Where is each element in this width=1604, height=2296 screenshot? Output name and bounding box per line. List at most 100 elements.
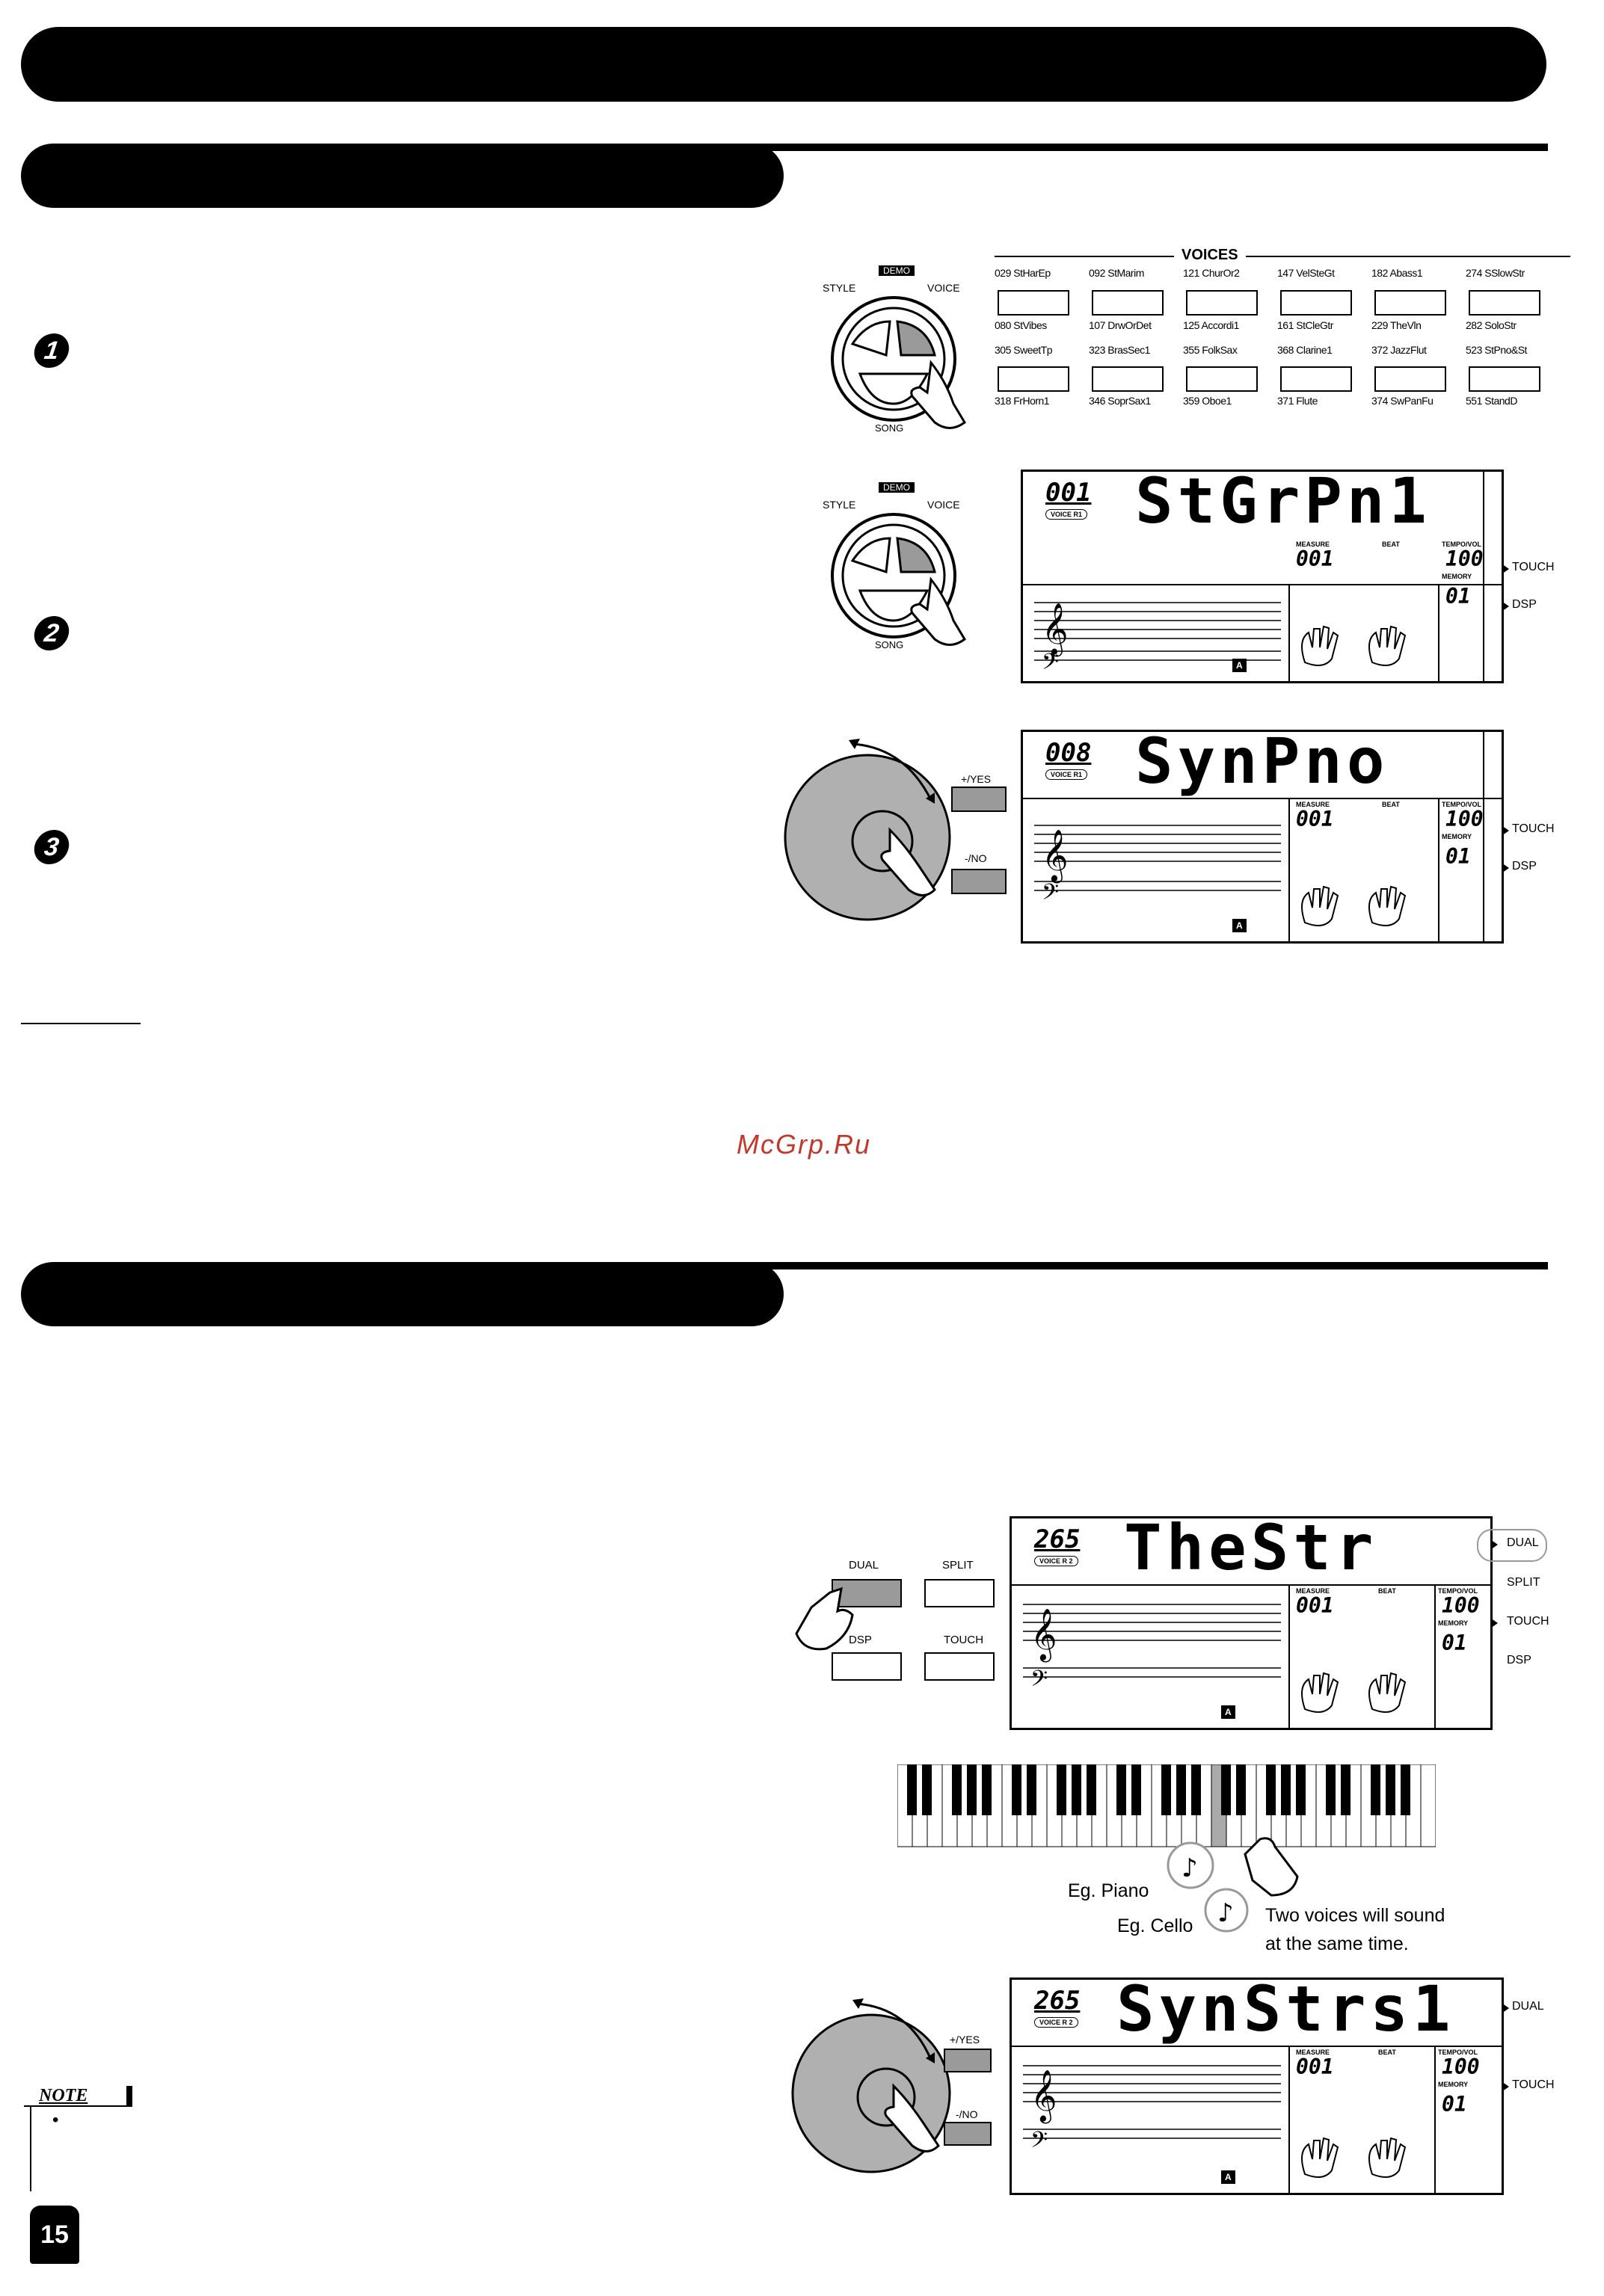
indicator-dsp: DSP xyxy=(1507,1654,1531,1666)
black-key xyxy=(1296,1764,1306,1815)
yes-button[interactable] xyxy=(951,787,1007,812)
voice-label: 182 Abass1 xyxy=(1371,267,1423,279)
voices-title: VOICES xyxy=(1174,247,1246,264)
caption-two-voices-1: Two voices will sound xyxy=(1265,1905,1445,1926)
svg-text:𝄞: 𝄞 xyxy=(1042,603,1068,656)
no-label: -/NO xyxy=(965,852,987,864)
voice-label: 125 Accordi1 xyxy=(1183,319,1239,331)
svg-text:𝄢: 𝄢 xyxy=(1042,880,1059,911)
black-key xyxy=(1221,1764,1231,1815)
note-label: NOTE xyxy=(39,2086,88,2105)
black-key xyxy=(1281,1764,1291,1815)
yes-label: +/YES xyxy=(961,773,992,785)
note-box: NOTE • xyxy=(24,2086,132,2191)
section-header-dual xyxy=(21,1262,784,1326)
voice-label: 551 StandD xyxy=(1466,395,1517,407)
finger-press-icon xyxy=(795,1586,854,1651)
section-header-voice xyxy=(21,144,784,208)
voice-select-button[interactable] xyxy=(998,290,1069,316)
black-key xyxy=(967,1764,977,1815)
voice-select-button[interactable] xyxy=(1374,366,1446,392)
lcd-display-4: 265 VOICE R 2 SynStrs1 MEASURE BEAT TEMP… xyxy=(1010,1972,1504,2195)
svg-text:𝄞: 𝄞 xyxy=(1030,1608,1057,1662)
voice-select-button[interactable] xyxy=(1280,290,1352,316)
black-key xyxy=(952,1764,962,1815)
indicator-dsp: DSP xyxy=(1512,860,1537,872)
data-dial xyxy=(791,1998,951,2173)
no-button[interactable] xyxy=(951,869,1007,894)
note-bullet: • xyxy=(52,2110,59,2130)
dsp-button[interactable] xyxy=(832,1652,902,1681)
indicator-dual: DUAL xyxy=(1507,1536,1539,1549)
data-dial xyxy=(784,739,951,921)
voice-label: 323 BrasSec1 xyxy=(1089,344,1150,356)
lcd-display-3: 265 VOICE R 2 TheStr MEASURE BEAT TEMPO/… xyxy=(1010,1511,1493,1730)
split-label: SPLIT xyxy=(942,1559,974,1572)
indicator-touch: TOUCH xyxy=(1507,1615,1549,1628)
split-button[interactable] xyxy=(924,1579,995,1607)
note-bubbles-icon: ♪ ♪ xyxy=(1167,1837,1299,1933)
voices-panel xyxy=(995,247,1570,419)
arrow-icon xyxy=(1502,2081,1509,2092)
voice-select-button[interactable] xyxy=(1092,290,1164,316)
voice-label: 107 DrwOrDet xyxy=(1089,319,1152,331)
dual-label: DUAL xyxy=(849,1559,879,1572)
voice-select-button[interactable] xyxy=(998,366,1069,392)
arrow-icon xyxy=(1502,825,1509,836)
black-key xyxy=(1027,1764,1036,1815)
staff-graphic: 𝄞 𝄢 xyxy=(1023,2065,1281,2158)
indicator-dsp: DSP xyxy=(1512,598,1537,611)
black-key xyxy=(1341,1764,1351,1815)
black-key xyxy=(1012,1764,1021,1815)
voice-label: 374 SwPanFu xyxy=(1371,395,1434,407)
voice-select-button[interactable] xyxy=(1186,366,1258,392)
indicator-touch: TOUCH xyxy=(1512,2078,1555,2091)
black-key xyxy=(1161,1764,1171,1815)
voice-label: 161 StCleGtr xyxy=(1277,319,1333,331)
keyboard-graphic xyxy=(897,1764,1436,1847)
yes-button[interactable] xyxy=(944,2049,992,2072)
voice-label: 359 Oboe1 xyxy=(1183,395,1232,407)
yes-label: +/YES xyxy=(950,2034,980,2046)
arrow-icon xyxy=(1502,863,1509,873)
black-key xyxy=(1116,1764,1126,1815)
voice-select-button[interactable] xyxy=(1374,290,1446,316)
no-button[interactable] xyxy=(944,2122,992,2146)
caption-cello: Eg. Cello xyxy=(1117,1915,1193,1936)
arrow-icon xyxy=(1490,1539,1498,1550)
black-key xyxy=(1236,1764,1246,1815)
voice-label: 355 FolkSax xyxy=(1183,344,1238,356)
black-key xyxy=(922,1764,932,1815)
voice-select-button[interactable] xyxy=(1469,366,1540,392)
voice-label: 318 FrHorn1 xyxy=(995,395,1050,407)
black-key xyxy=(1266,1764,1276,1815)
hands-icon xyxy=(1301,2137,1407,2178)
voice-select-button[interactable] xyxy=(1092,366,1164,392)
black-key xyxy=(1371,1764,1380,1815)
voice-label: 274 SSlowStr xyxy=(1466,267,1525,279)
white-key xyxy=(1420,1764,1436,1847)
voice-label: 147 VelSteGt xyxy=(1277,267,1335,279)
voice-label: 523 StPno&St xyxy=(1466,344,1527,356)
lcd-display-1: 001 VOICE R1 StGrPn1 MEASURE BEAT TEMPO/… xyxy=(1021,464,1504,683)
voice-select-button[interactable] xyxy=(1186,290,1258,316)
dial-graphic xyxy=(831,296,966,429)
voice-select-button[interactable] xyxy=(1280,366,1352,392)
hands-icon xyxy=(1301,625,1407,666)
voice-select-button[interactable] xyxy=(1469,290,1540,316)
svg-text:𝄢: 𝄢 xyxy=(1030,2128,1048,2158)
svg-text:𝄞: 𝄞 xyxy=(1042,829,1068,883)
indicator-touch: TOUCH xyxy=(1512,561,1555,573)
voice-label: 305 SweetTp xyxy=(995,344,1053,356)
black-key xyxy=(1326,1764,1336,1815)
voice-label: 282 SoloStr xyxy=(1466,319,1517,331)
voice-label: 229 TheVln xyxy=(1371,319,1422,331)
step-2-marker: 2 xyxy=(31,616,72,650)
watermark: McGrp.Ru xyxy=(736,1129,872,1160)
svg-text:♪: ♪ xyxy=(1182,1853,1198,1883)
step-3-marker: 3 xyxy=(31,830,72,864)
touch-button[interactable] xyxy=(924,1652,995,1681)
black-key xyxy=(1131,1764,1141,1815)
hands-icon xyxy=(1301,885,1407,926)
black-key xyxy=(1191,1764,1201,1815)
